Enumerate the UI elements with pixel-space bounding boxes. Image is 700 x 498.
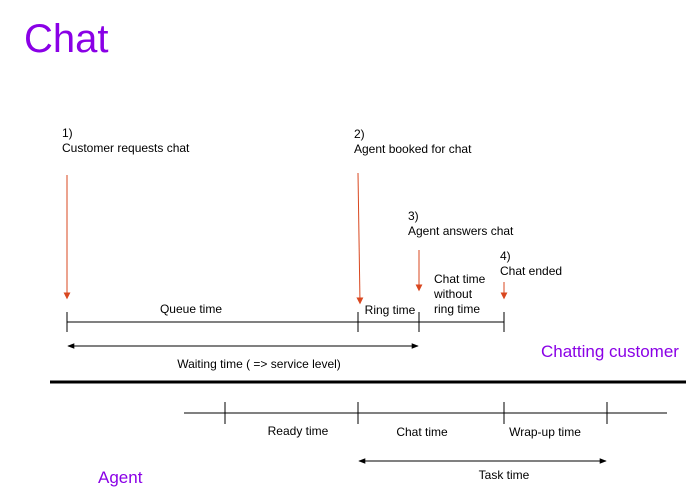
task-time-label: Task time [479,468,530,482]
ready-time-label: Ready time [268,424,329,438]
agent-timeline: Ready time Chat time Wrap-up time Task t… [98,402,667,487]
waiting-time-label: Waiting time ( => service level) [177,357,341,371]
wrapup-time-label: Wrap-up time [509,425,581,439]
event-1-number: 1) [62,126,73,140]
chat-time-line-3: ring time [434,302,480,316]
chatting-customer-label: Chatting customer [541,342,679,361]
chat-time-line-1: Chat time [434,272,486,286]
page-title: Chat [24,17,109,61]
event-2-number: 2) [354,127,365,141]
event-3-number: 3) [408,209,419,223]
event-3-label: Agent answers chat [408,224,514,238]
event-1-label: Customer requests chat [62,141,190,155]
chat-time-line-2: without [433,287,473,301]
event-4-number: 4) [500,249,511,263]
event-2-arrow [356,172,364,305]
event-2-label: Agent booked for chat [354,142,472,156]
agent-chat-time-label: Chat time [396,425,448,439]
agent-label: Agent [98,468,143,487]
ring-time-label: Ring time [365,303,416,317]
event-4-label: Chat ended [500,264,562,278]
customer-timeline: Queue time Ring time Chat time without r… [66,272,679,371]
queue-time-label: Queue time [160,302,222,316]
